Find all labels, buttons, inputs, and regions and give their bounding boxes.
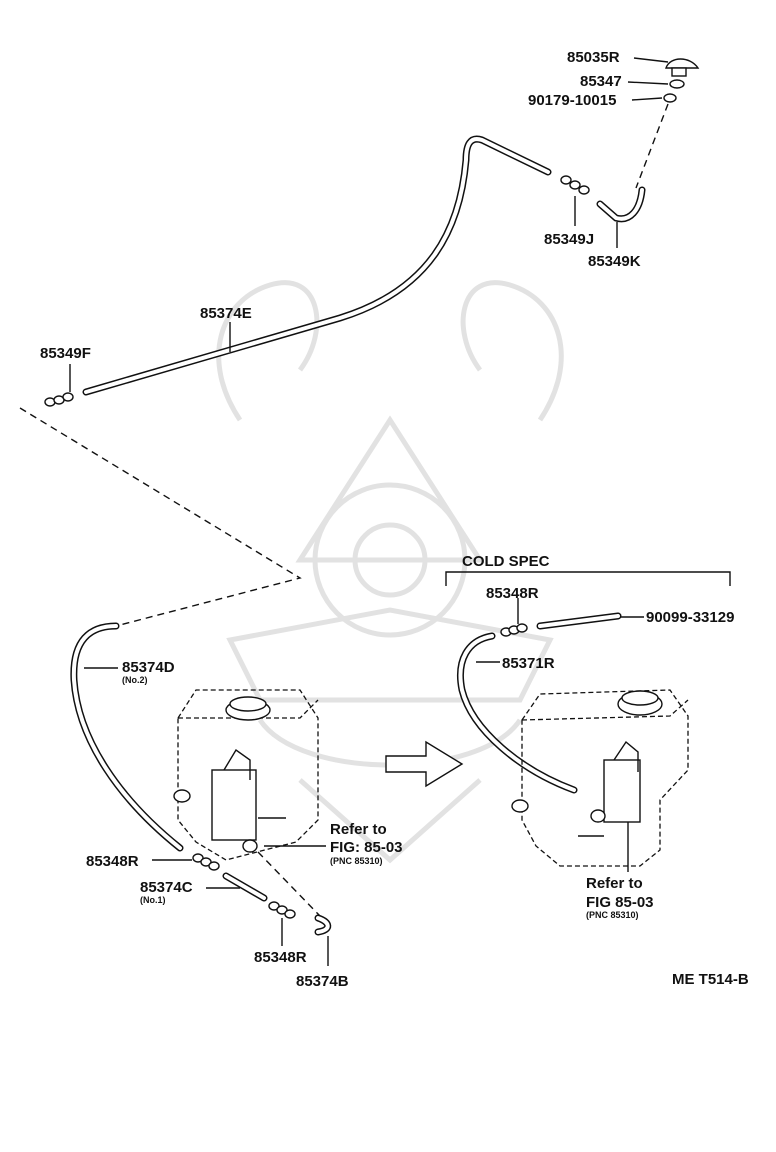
cold-spec-bracket [445, 571, 731, 586]
leader-joint-to-lower-hose [19, 407, 302, 627]
joint-85349J [560, 175, 590, 195]
washer-tank-left [173, 689, 326, 861]
label-90099-33129: 90099-33129 [646, 609, 734, 626]
label-85349K: 85349K [588, 253, 641, 270]
label-90179-10015: 90179-10015 [528, 92, 616, 109]
label-refer-right-1: Refer to [586, 875, 643, 892]
label-85374B: 85374B [296, 973, 349, 990]
clip-90179 [663, 93, 677, 103]
label-85349J: 85349J [544, 231, 594, 248]
label-refer-left-1: Refer to [330, 821, 387, 838]
nozzle-85035R [665, 58, 700, 77]
label-85348R-b: 85348R [254, 949, 307, 966]
label-refer-left-2: FIG: 85-03 [330, 839, 403, 856]
label-85349F: 85349F [40, 345, 91, 362]
joint-85349F [44, 392, 74, 407]
washer-tank-right [511, 689, 689, 872]
joint-85348R-b [268, 901, 296, 919]
leader-nozzle-to-hose [635, 103, 669, 189]
label-refer-left-3: (PNC 85310) [330, 856, 383, 866]
label-85371R: 85371R [502, 655, 555, 672]
hose-85374E [82, 135, 552, 396]
arrow-to-cold-spec [385, 740, 464, 788]
figure-code: ME T514-B [672, 971, 749, 988]
label-85374D-sub: (No.2) [122, 675, 148, 685]
joint-85348R-a [192, 853, 220, 871]
joint-85348R-c [500, 623, 528, 637]
label-refer-right-3: (PNC 85310) [586, 910, 639, 920]
packing-85347 [669, 79, 685, 89]
label-85348R-a: 85348R [86, 853, 139, 870]
label-85374E: 85374E [200, 305, 252, 322]
label-85374C: 85374C [140, 879, 193, 896]
label-cold-spec: COLD SPEC [462, 553, 550, 570]
label-85374D: 85374D [122, 659, 175, 676]
label-refer-right-2: FIG 85-03 [586, 894, 654, 911]
label-85035R: 85035R [567, 49, 620, 66]
label-85348R-c: 85348R [486, 585, 539, 602]
label-85347: 85347 [580, 73, 622, 90]
label-85374C-sub: (No.1) [140, 895, 166, 905]
leader-tank-to-hose-B [257, 851, 321, 917]
